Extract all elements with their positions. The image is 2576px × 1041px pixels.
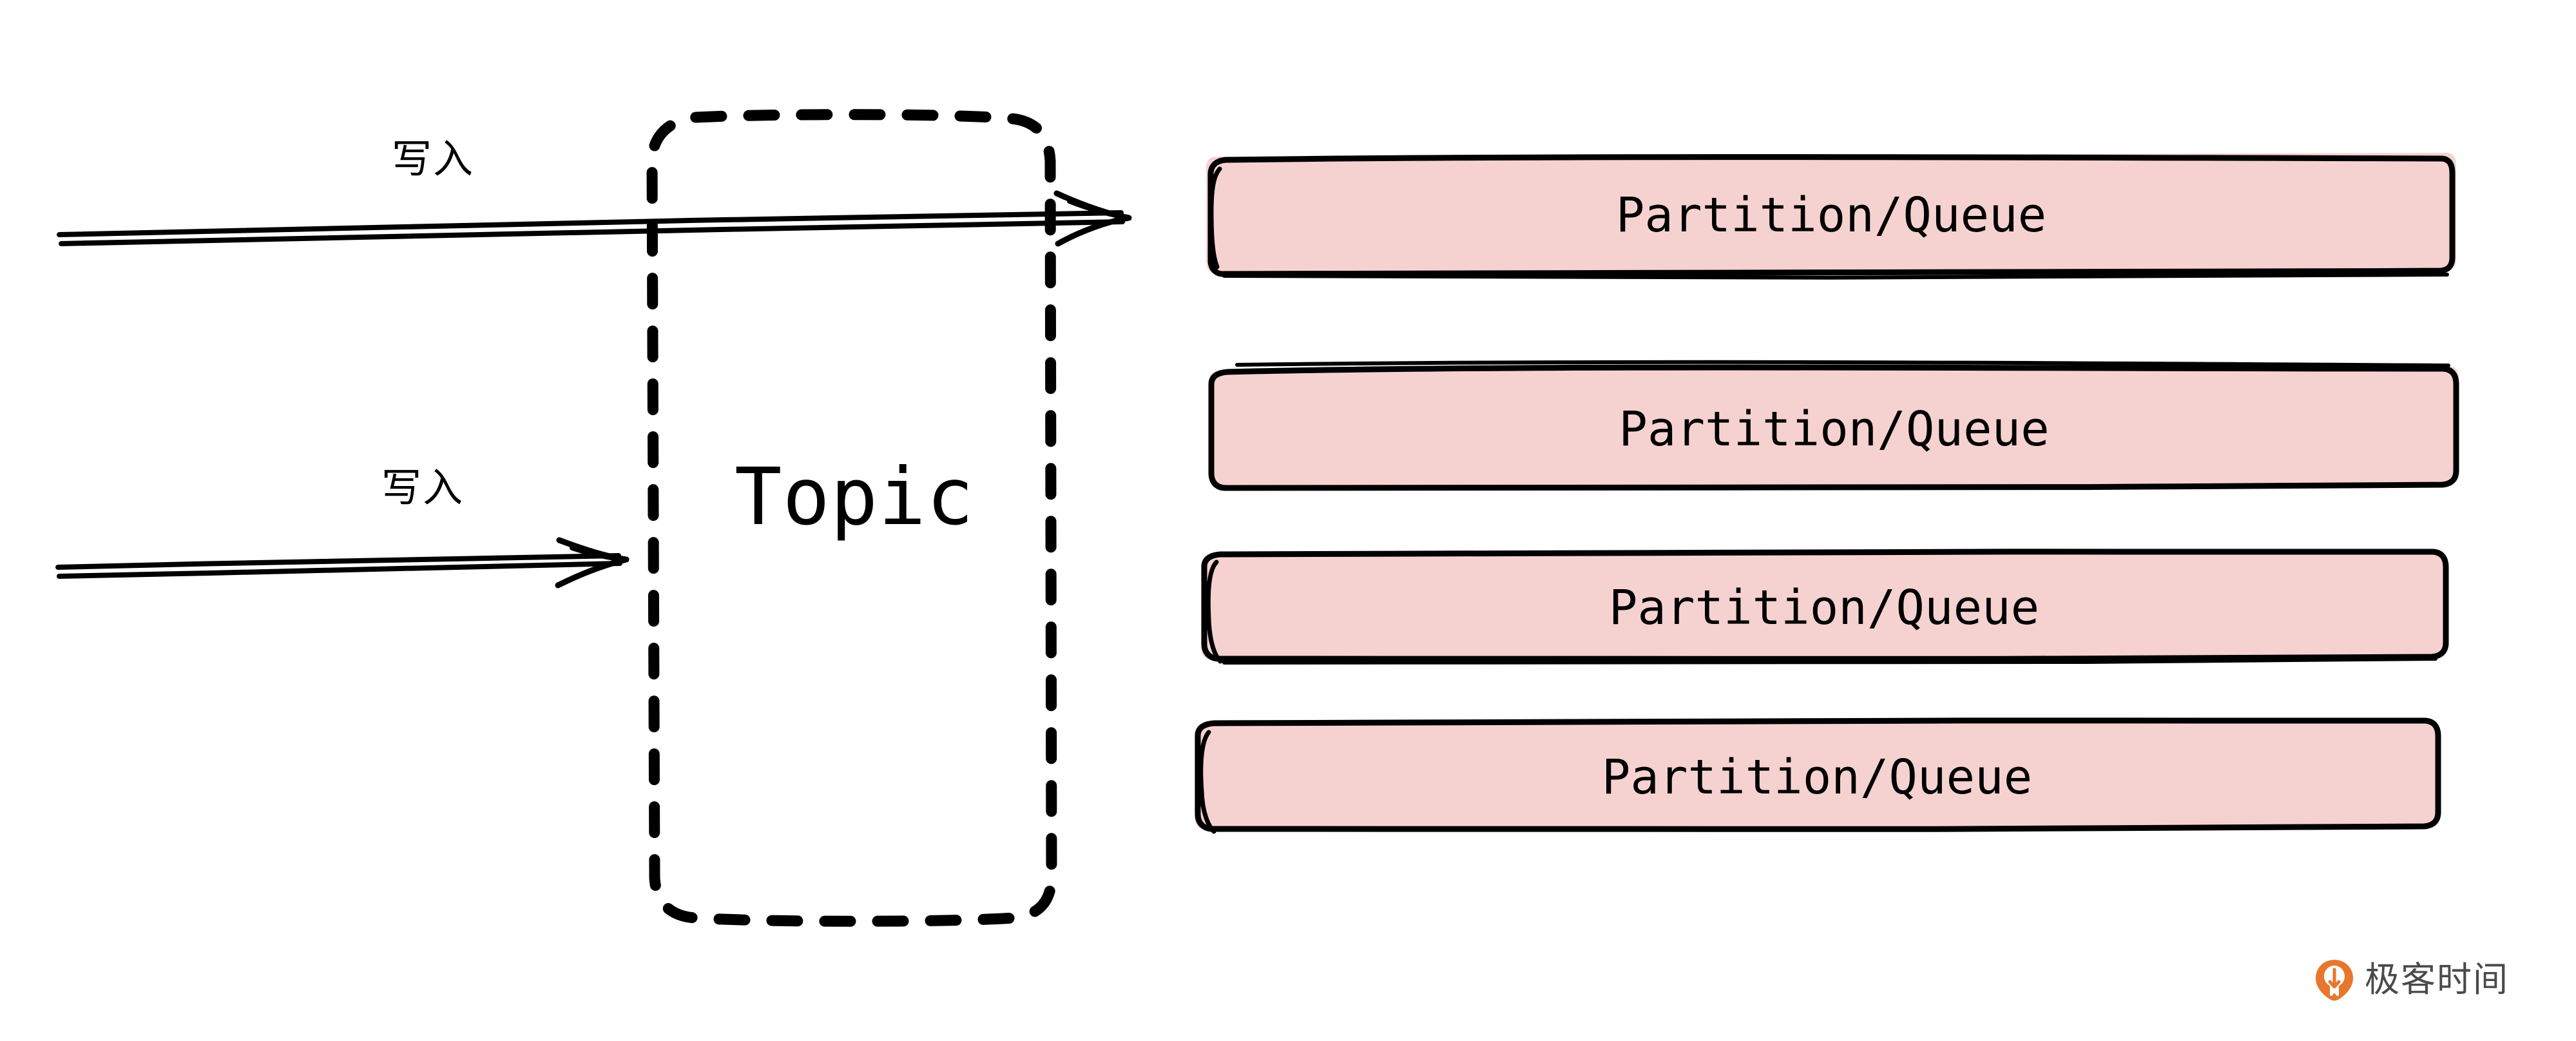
- partition-label-wrap-1: Partition/Queue: [1206, 157, 2456, 273]
- write-arrow-top-line-b: [59, 219, 1125, 246]
- partition-box-1-stroke-accent: [1209, 166, 1222, 269]
- topic-dashed-outline: [646, 109, 1057, 927]
- partition-box-4[interactable]: [1195, 717, 2441, 834]
- partition-label-2: Partition/Queue: [1619, 401, 2050, 457]
- partition-label-wrap-2: Partition/Queue: [1209, 371, 2459, 487]
- partition-box-1-stroke-accent2: [1222, 273, 2449, 280]
- write-arrow-bottom-line-a: [55, 553, 621, 570]
- partition-label-4: Partition/Queue: [1601, 749, 2033, 805]
- geektime-brand-text: 极客时间: [2365, 959, 2509, 1000]
- write-arrow-bottom[interactable]: [55, 537, 630, 589]
- write-arrow-bottom-head-2: [570, 545, 628, 562]
- write-arrow-top[interactable]: [57, 190, 1132, 247]
- partition-box-2-stroke: [1208, 364, 2459, 491]
- write-arrow-bottom-label: 写入: [381, 464, 465, 511]
- partition-box-4-fill: [1195, 721, 2439, 829]
- partition-box-4-stroke: [1195, 717, 2441, 833]
- partition-box-1-stroke: [1207, 154, 2456, 277]
- partition-box-3-fill: [1201, 551, 2447, 659]
- topic-container[interactable]: [646, 109, 1057, 927]
- partition-box-3[interactable]: [1201, 549, 2449, 666]
- partition-label-3: Partition/Queue: [1608, 579, 2040, 636]
- write-arrow-top-line-a: [57, 210, 1124, 237]
- partition-box-3-stroke: [1201, 549, 2449, 663]
- geektime-pin-icon: [2314, 958, 2354, 1001]
- write-arrow-bottom-line-b: [57, 561, 622, 579]
- partition-label-1: Partition/Queue: [1615, 187, 2047, 243]
- partition-box-4-stroke-accent: [1198, 730, 1216, 834]
- partition-box-1-fill: [1206, 153, 2456, 273]
- topic-label: Topic: [735, 451, 975, 543]
- geektime-watermark: 极客时间: [2314, 958, 2509, 1001]
- partition-box-1[interactable]: [1206, 153, 2456, 280]
- partition-box-3-stroke-accent2: [1222, 657, 2437, 666]
- partition-box-2[interactable]: [1208, 360, 2459, 491]
- partition-box-2-fill: [1209, 366, 2459, 487]
- partition-label-wrap-4: Partition/Queue: [1195, 725, 2439, 829]
- write-arrow-top-head-2: [1067, 199, 1130, 220]
- write-arrow-top-label: 写入: [392, 135, 475, 182]
- partition-box-3-stroke-accent: [1206, 559, 1223, 664]
- partition-box-2-stroke-accent: [1235, 360, 2450, 367]
- partition-label-wrap-3: Partition/Queue: [1201, 556, 2447, 659]
